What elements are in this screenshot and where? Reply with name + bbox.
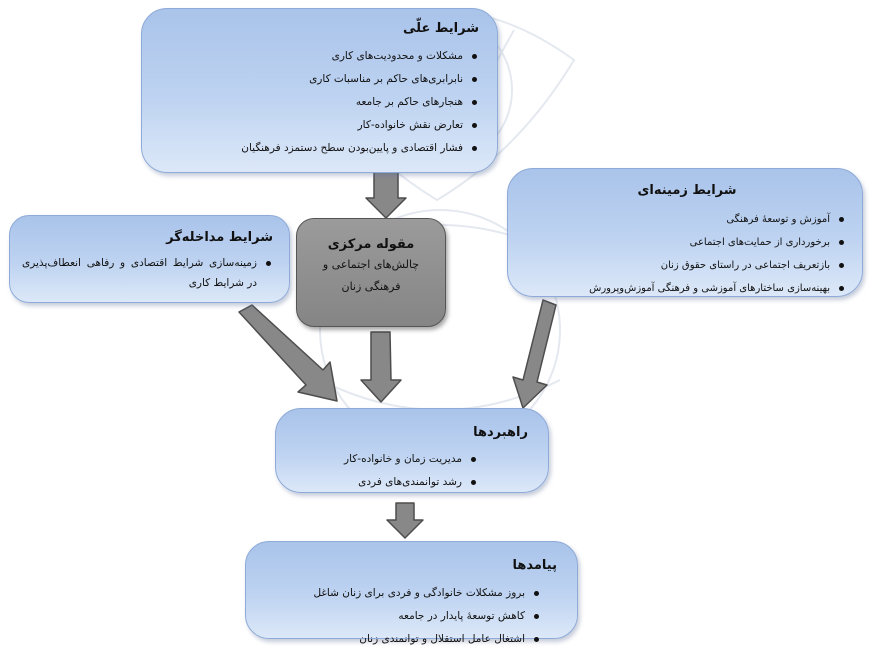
list-item: رشد توانمندی‌های فردی [286,471,478,494]
arrow-core-to-strategies [360,331,402,403]
list-item: آموزش و توسعهٔ فرهنگی [518,208,846,231]
strategies-title: راهبردها [473,425,528,440]
list-item: اشتغال عامل استقلال و توانمندی زنان [256,628,541,651]
causal-conditions-box: شرایط علّی مشکلات و محدودیت‌های کاری ناب… [141,8,498,173]
core-category-line: چالش‌های اجتماعی و [322,258,420,271]
list-item: بهینه‌سازی ساختارهای آموزشی و فرهنگی آمو… [518,277,846,300]
list-item: تعارض نقش خانواده-کار [156,114,479,137]
list-item: کاهش توسعهٔ پایدار در جامعه [256,605,541,628]
list-item: مدیریت زمان و خانواده-کار [286,448,478,471]
intervening-conditions-text: زمینه‌سازی شرایط اقتصادی و رفاهی انعطاف‌… [22,253,273,293]
contextual-conditions-box: شرایط زمینه‌ای آموزش و توسعهٔ فرهنگی برخ… [507,168,863,297]
list-item: بازتعریف اجتماعی در راستای حقوق زنان [518,254,846,277]
causal-conditions-list: مشکلات و محدودیت‌های کاری نابرابری‌های ح… [156,45,479,160]
list-item: فشار اقتصادی و پایین‌بودن سطح دستمزد فره… [156,137,479,160]
strategies-box: راهبردها مدیریت زمان و خانواده-کار رشد ت… [275,408,549,493]
strategies-list: مدیریت زمان و خانواده-کار رشد توانمندی‌ه… [286,448,528,494]
list-item: برخورداری از حمایت‌های اجتماعی [518,231,846,254]
list-item: بروز مشکلات خانوادگی و فردی برای زنان شا… [256,582,541,605]
contextual-conditions-title: شرایط زمینه‌ای [637,183,737,198]
core-category-title: مقوله مرکزی [327,237,415,252]
intervening-conditions-title: شرایط مداخله‌گر [166,230,273,245]
list-item: هنجارهای حاکم بر جامعه [156,91,479,114]
outcomes-box: پیامدها بروز مشکلات خانوادگی و فردی برای… [245,541,578,645]
arrow-causal-to-core [365,171,407,219]
outcomes-title: پیامدها [512,558,557,573]
arrow-context-to-strategies [512,299,557,409]
outcomes-list: بروز مشکلات خانوادگی و فردی برای زنان شا… [256,582,557,651]
list-item: مشکلات و محدودیت‌های کاری [156,45,479,68]
core-category-line: فرهنگی زنان [341,280,401,293]
intervening-conditions-box: شرایط مداخله‌گر زمینه‌سازی شرایط اقتصادی… [9,215,290,303]
causal-conditions-title: شرایط علّی [403,21,479,36]
contextual-conditions-list: آموزش و توسعهٔ فرهنگی برخورداری از حمایت… [518,208,846,300]
arrow-strategies-to-outcomes [386,502,424,539]
list-item: نابرابری‌های حاکم بر مناسبات کاری [156,68,479,91]
core-category-box: مقوله مرکزی چالش‌های اجتماعی و فرهنگی زن… [296,218,446,327]
